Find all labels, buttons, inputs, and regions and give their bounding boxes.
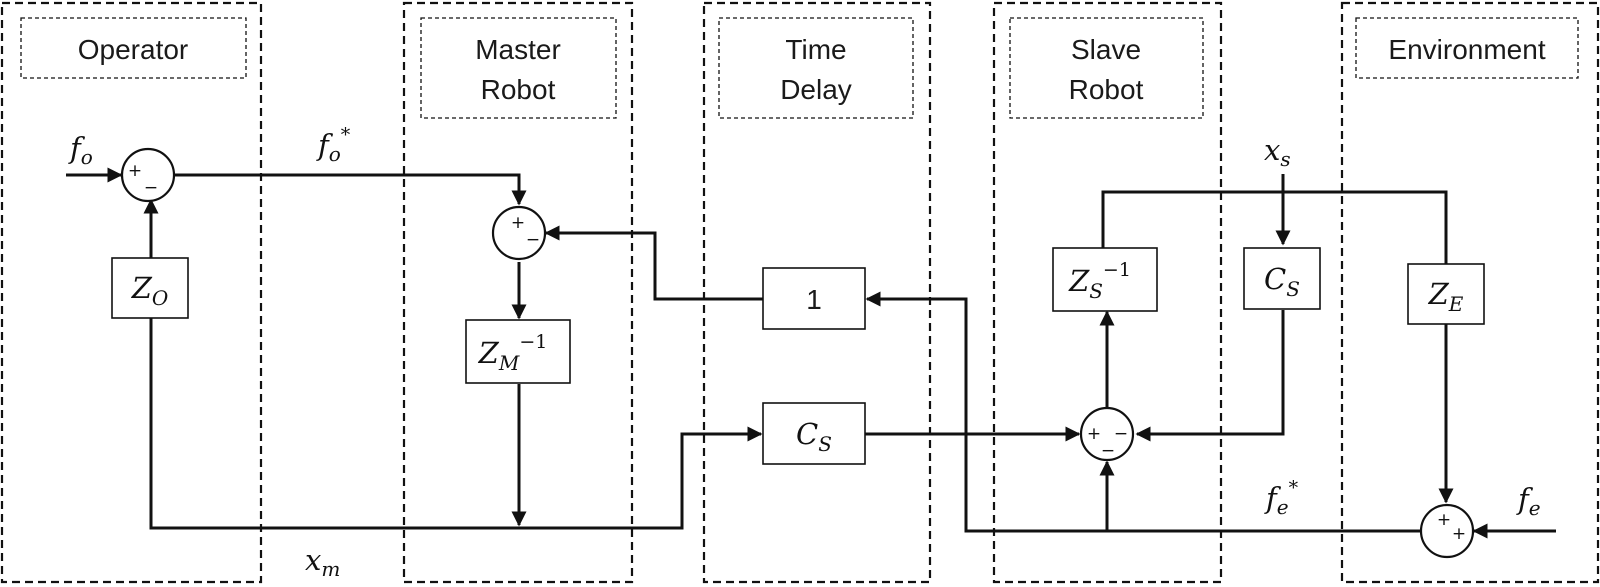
master-sum-junction: + − xyxy=(491,205,547,261)
svg-text:CS: CS xyxy=(796,417,832,456)
wire-xm-bus xyxy=(149,318,763,530)
svg-text:−: − xyxy=(1114,424,1128,444)
section-time-delay: Time Delay xyxy=(702,1,932,584)
section-environment: Environment xyxy=(1340,1,1600,584)
svg-text:+: + xyxy=(1437,510,1451,530)
section-operator: Operator xyxy=(0,1,263,584)
signal-fe: fe xyxy=(1516,482,1541,520)
wire-cs-to-slave-sum-right xyxy=(1135,310,1285,442)
svg-text:ZS−1: ZS−1 xyxy=(1068,259,1131,303)
svg-text:+: + xyxy=(1452,524,1466,544)
section-delay-title-line1: Time xyxy=(785,34,846,65)
svg-text:ZM−1: ZM−1 xyxy=(478,331,548,375)
section-environment-title: Environment xyxy=(1388,34,1545,65)
section-master-robot: Master Robot xyxy=(402,1,634,584)
section-slave-title-line1: Slave xyxy=(1071,34,1141,65)
operator-sum-junction: + − xyxy=(120,147,176,203)
svg-text:−: − xyxy=(144,178,158,198)
wire-fo-star xyxy=(175,173,527,206)
svg-text:ZO: ZO xyxy=(131,271,169,310)
block-unity-delay: 1 xyxy=(762,267,866,330)
svg-text:+: + xyxy=(511,213,525,233)
signal-wires xyxy=(66,167,1556,539)
svg-text:−: − xyxy=(526,230,540,250)
block-ze: ZE xyxy=(1407,263,1485,325)
block-zs-inverse: ZS−1 xyxy=(1052,247,1158,312)
wire-fe-star-feedback xyxy=(865,291,1420,533)
signal-xs: xs xyxy=(1264,133,1291,171)
section-slave-robot: Slave Robot xyxy=(992,1,1223,584)
section-master-title-line2: Robot xyxy=(481,74,556,105)
svg-text:CS: CS xyxy=(1264,262,1300,301)
section-operator-title: Operator xyxy=(78,34,189,65)
section-slave-title-line2: Robot xyxy=(1069,74,1144,105)
signal-fo: fo xyxy=(68,131,93,169)
signal-fe-star: fe* xyxy=(1264,477,1299,519)
svg-text:+: + xyxy=(1087,424,1101,444)
svg-text:−: − xyxy=(1101,441,1115,461)
block-cs-slave: CS xyxy=(1243,247,1321,310)
block-zm-inverse: ZM−1 xyxy=(465,319,571,384)
section-master-title-line1: Master xyxy=(475,34,561,65)
svg-text:1: 1 xyxy=(806,284,822,315)
slave-sum-junction: + − − xyxy=(1079,406,1135,462)
wire-xs-bus xyxy=(1101,190,1448,264)
environment-sum-junction: + + xyxy=(1419,503,1475,559)
svg-text:ZE: ZE xyxy=(1428,277,1464,316)
block-cs-delay: CS xyxy=(762,402,866,465)
block-zo: ZO xyxy=(111,257,189,319)
svg-text:+: + xyxy=(128,161,142,181)
signal-xm: xm xyxy=(305,543,340,581)
wire-delay-feedback xyxy=(544,225,763,301)
section-delay-title-line2: Delay xyxy=(780,74,852,105)
signal-fo-star: fo* xyxy=(316,124,351,166)
